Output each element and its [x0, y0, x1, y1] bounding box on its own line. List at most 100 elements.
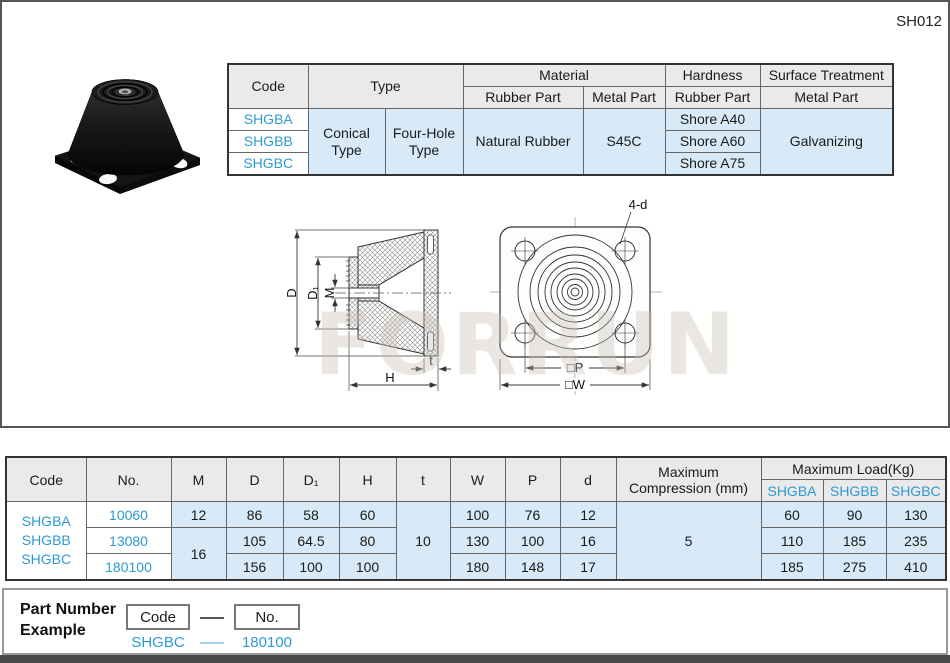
- example-no: 180100: [241, 634, 293, 651]
- dims-header-m: M: [170, 456, 227, 502]
- cell-dd: 16: [559, 527, 617, 554]
- type-conical-cell: Conical Type: [307, 108, 386, 176]
- leader-line: [619, 211, 632, 245]
- drawing-top-view: 4-d □P □W: [490, 197, 662, 395]
- cell-load-a: 110: [760, 527, 824, 554]
- spec-subheader-hardness-rubber: Rubber Part: [664, 86, 761, 109]
- cell-d: 86: [225, 501, 284, 528]
- cell-w: 100: [449, 501, 506, 528]
- extension-lines: [499, 343, 651, 390]
- cell-dd: 12: [559, 501, 617, 528]
- load-col-shgba: SHGBA: [760, 479, 824, 502]
- code-cell: SHGBB: [227, 130, 309, 153]
- surface-cell: Galvanizing: [759, 108, 894, 176]
- part-number-example-label: Part Number Example: [20, 601, 117, 639]
- bottom-divider-bar: [0, 655, 950, 663]
- load-col-shgbc: SHGBC: [885, 479, 947, 502]
- dim-label-P: □P: [567, 360, 584, 375]
- concentric-circles: [517, 234, 633, 350]
- spec-subheader-metal: Metal Part: [582, 86, 666, 109]
- product-photo: [54, 79, 201, 194]
- code-box: Code: [126, 604, 190, 630]
- spec-row: SHGBC Shore A75: [227, 152, 893, 176]
- dash-light: [200, 642, 224, 644]
- table-row: 180100 156 100 100 180 148 17 185 275 41…: [6, 553, 947, 581]
- no-cell: 180100: [85, 553, 172, 581]
- spec-row: SHGBB Shore A60: [227, 130, 893, 153]
- cell-d1: 100: [282, 553, 340, 581]
- dims-header-dd: d: [559, 456, 617, 502]
- cell-d: 156: [225, 553, 284, 581]
- hardness-cell: Shore A60: [664, 130, 761, 153]
- dims-header-max-load: Maximum Load(Kg): [760, 456, 947, 480]
- dims-header-max-compression: Maximum Compression (mm): [615, 456, 762, 502]
- spec-header-surface: Surface Treatment: [759, 63, 894, 87]
- dash: [200, 617, 224, 619]
- dim-label-H: H: [385, 370, 394, 385]
- part-number-example: Part Number Example Code No. SHGBC 18010…: [2, 588, 948, 655]
- cell-load-b: 275: [822, 553, 887, 581]
- plate-hole: [99, 173, 117, 185]
- base-plate-outline: [499, 226, 651, 358]
- dims-header-t: t: [395, 456, 451, 502]
- cell-h: 80: [338, 527, 397, 554]
- example-code: SHGBC: [131, 634, 185, 651]
- cell-w: 180: [449, 553, 506, 581]
- no-cell: 13080: [85, 527, 172, 554]
- cell-t: 10: [395, 501, 451, 581]
- cell-w: 130: [449, 527, 506, 554]
- cell-p: 148: [504, 553, 561, 581]
- spec-subheader-rubber: Rubber Part: [462, 86, 584, 109]
- holes-label: 4-d: [629, 197, 648, 212]
- code-cell: SHGBA: [227, 108, 309, 131]
- spec-subheader-surface-metal: Metal Part: [759, 86, 894, 109]
- cell-load-b: 185: [822, 527, 887, 554]
- cell-dd: 17: [559, 553, 617, 581]
- extension-lines: [295, 229, 439, 391]
- table-row: SHGBA SHGBB SHGBC 10060 12 86 58 60 10 1…: [5, 501, 947, 581]
- dim-label-t: t: [429, 353, 433, 368]
- dim-label-D1: D₁: [305, 286, 320, 300]
- spec-row: SHGBA Conical Type Four-Hole Type Natura…: [227, 108, 894, 176]
- cell-max-compression: 5: [615, 501, 762, 581]
- spec-header-code: Code: [227, 63, 309, 109]
- spec-header-hardness: Hardness: [664, 63, 761, 87]
- dims-header-d1: D₁: [282, 456, 340, 502]
- dimension-lines: [294, 231, 451, 388]
- dimension-labels: D D₁ M H t: [285, 286, 433, 385]
- dims-header-h: H: [338, 456, 397, 502]
- spec-header-material: Material: [462, 63, 666, 87]
- no-cell: 10060: [85, 501, 172, 528]
- cell-p: 76: [504, 501, 561, 528]
- cell-load-c: 235: [885, 527, 947, 554]
- material-metal-cell: S45C: [582, 108, 666, 176]
- dims-header-p: P: [504, 456, 561, 502]
- cell-h: 60: [338, 501, 397, 528]
- dims-header-row: Code No. M D D₁ H t W P d Maximum Compre…: [5, 456, 947, 502]
- cell-d1: 64.5: [282, 527, 340, 554]
- dim-label-D: D: [285, 288, 299, 297]
- dim-label-M: M: [322, 288, 337, 299]
- spec-header-type: Type: [307, 63, 464, 109]
- cell-m: 12: [170, 501, 227, 528]
- hardness-cell: Shore A75: [664, 152, 761, 176]
- cell-m: 16: [170, 527, 227, 581]
- cell-load-a: 60: [760, 501, 824, 528]
- dimension-labels: 4-d □P □W: [565, 197, 647, 392]
- cell-load-a: 185: [760, 553, 824, 581]
- load-col-shgbb: SHGBB: [822, 479, 887, 502]
- cell-load-c: 410: [885, 553, 947, 581]
- dimensions-table: Code No. M D D₁ H t W P d Maximum Compre…: [5, 456, 948, 581]
- cell-d1: 58: [282, 501, 340, 528]
- page-code: SH012: [896, 13, 942, 30]
- dims-header-no: No.: [85, 456, 172, 502]
- cell-load-b: 90: [822, 501, 887, 528]
- dims-header-w: W: [449, 456, 506, 502]
- spec-table: Code Type Material Hardness Surface Trea…: [227, 63, 895, 176]
- codes-cell: SHGBA SHGBB SHGBC: [5, 501, 87, 581]
- type-four-hole-cell: Four-Hole Type: [384, 108, 464, 176]
- table-row: 13080 16 105 64.5 80 130 100 16 110 185 …: [6, 527, 947, 581]
- hardness-cell: Shore A40: [664, 108, 761, 131]
- code-cell: SHGBC: [227, 152, 309, 176]
